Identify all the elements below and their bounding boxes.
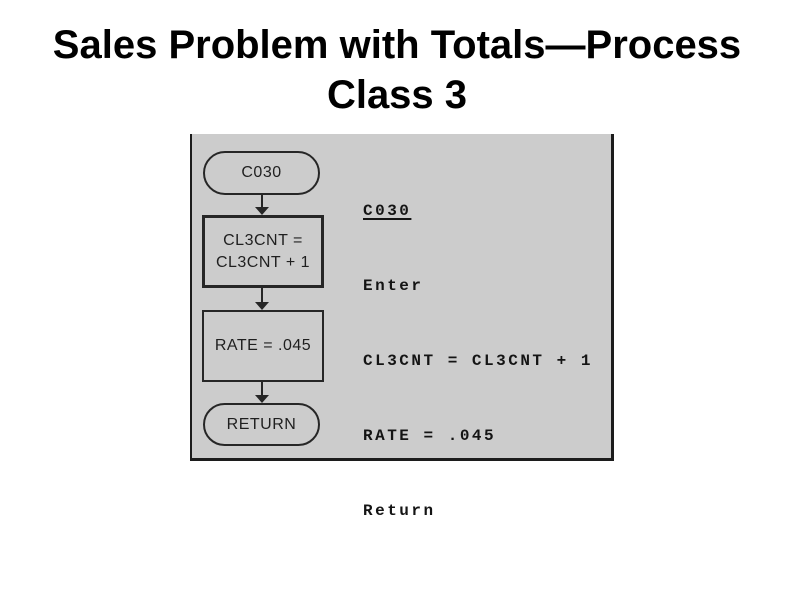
slide-title: Sales Problem with Totals—Process Class … bbox=[0, 20, 794, 120]
flow-arrow-down-icon bbox=[255, 195, 269, 215]
slide-title-line2: Class 3 bbox=[326, 73, 468, 117]
diagram-panel: C030 CL3CNT = CL3CNT + 1 RATE = .045 RET… bbox=[190, 134, 614, 520]
arrow-head bbox=[255, 302, 269, 310]
arrow-head bbox=[255, 207, 269, 215]
pseudocode-line: RATE = .045 bbox=[363, 427, 497, 445]
pseudocode-line: CL3CNT = CL3CNT + 1 bbox=[363, 352, 593, 370]
arrow-stem bbox=[261, 288, 263, 302]
process-node-cl3cnt-line2: CL3CNT + 1 bbox=[215, 253, 311, 271]
terminal-node-return-label: RETURN bbox=[226, 415, 297, 433]
process-node-rate: RATE = .045 bbox=[202, 310, 324, 382]
process-node-cl3cnt: CL3CNT = CL3CNT + 1 bbox=[202, 215, 324, 288]
terminal-node-c030: C030 bbox=[203, 151, 320, 195]
flow-arrow-down-icon bbox=[255, 382, 269, 403]
pseudocode-block: C030 Enter CL3CNT = CL3CNT + 1 RATE = .0… bbox=[363, 149, 593, 574]
slide-title-line1: Sales Problem with Totals—Process bbox=[52, 23, 742, 67]
pseudocode-line: Enter bbox=[363, 277, 424, 295]
pseudocode-line: Return bbox=[363, 502, 436, 520]
arrow-stem bbox=[261, 195, 263, 207]
terminal-node-return: RETURN bbox=[203, 403, 320, 446]
process-node-rate-label: RATE = .045 bbox=[214, 337, 312, 354]
flow-arrow-down-icon bbox=[255, 288, 269, 310]
process-node-cl3cnt-line1: CL3CNT = bbox=[223, 231, 303, 249]
arrow-head bbox=[255, 395, 269, 403]
terminal-node-c030-label: C030 bbox=[241, 164, 282, 181]
arrow-stem bbox=[261, 382, 263, 395]
pseudocode-line: C030 bbox=[363, 202, 412, 220]
